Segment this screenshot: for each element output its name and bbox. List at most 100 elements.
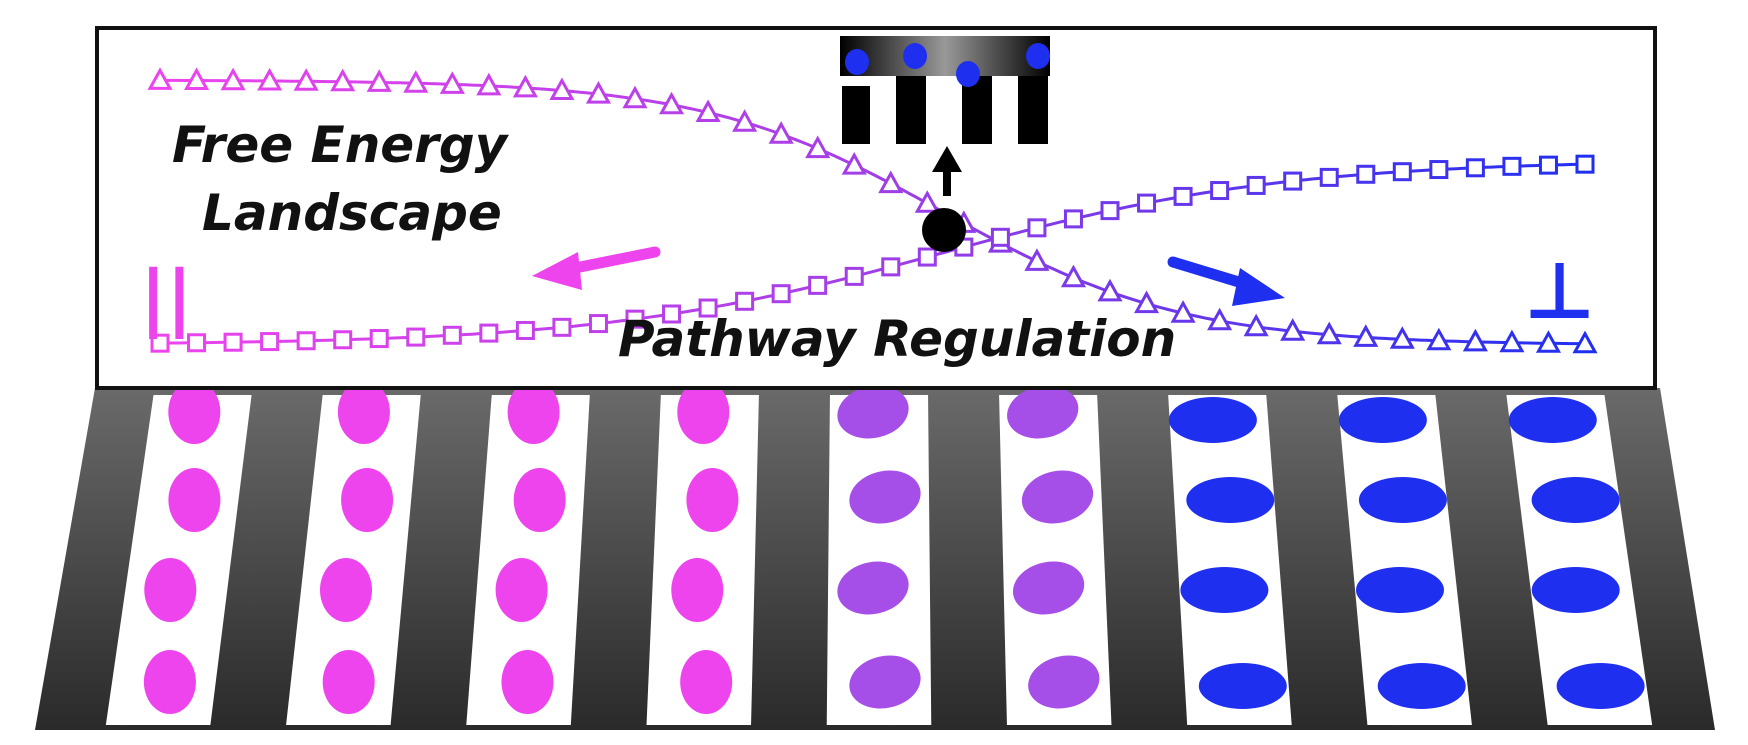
domain-ellipse (513, 468, 566, 532)
domain-ellipse (495, 558, 548, 622)
triangle-marker (622, 85, 648, 109)
panel-title-line2: Landscape (202, 184, 502, 242)
triangle-marker (658, 91, 685, 115)
triangle-marker (1426, 327, 1452, 351)
domain-ellipse (168, 468, 221, 532)
panel-title-line1: Free Energy (172, 116, 510, 174)
triangle-marker (585, 81, 612, 104)
domain-ellipse (837, 385, 909, 439)
square-marker (406, 327, 426, 347)
up-arrow-icon (932, 146, 962, 196)
triangle-marker (439, 71, 465, 94)
domain-ellipse (501, 650, 554, 714)
square-marker (1392, 162, 1412, 182)
domain-ellipse (1338, 397, 1427, 443)
triangle-marker (805, 135, 831, 159)
square-marker (1100, 201, 1120, 221)
square-marker (1137, 193, 1157, 213)
square-marker (1356, 164, 1376, 184)
square-marker (735, 291, 755, 311)
domain-ellipse (849, 470, 921, 524)
square-marker (1027, 218, 1047, 238)
triangle-marker (330, 68, 356, 92)
triangle-marker (1060, 264, 1087, 288)
triangle-marker (183, 67, 210, 91)
triangle-marker (732, 109, 758, 132)
energy-curve-square (159, 162, 1583, 345)
triangle-marker (1462, 328, 1488, 352)
domain-ellipse (1531, 567, 1620, 613)
domain-ellipse (671, 558, 724, 622)
square-marker (1210, 181, 1230, 201)
triangle-marker (366, 69, 392, 92)
square-marker (625, 309, 645, 329)
domain-ellipse (1168, 397, 1257, 443)
triangle-marker (1133, 290, 1160, 314)
triangle-marker (1499, 329, 1525, 353)
square-marker (1173, 186, 1193, 206)
domain-ellipse (680, 650, 733, 714)
transition-state-icon (922, 208, 966, 252)
triangle-marker (1353, 324, 1379, 347)
square-marker (260, 332, 280, 352)
triangle-marker (257, 67, 283, 91)
triangle-marker (1170, 300, 1196, 323)
domain-ellipse (1508, 397, 1597, 443)
square-marker (808, 275, 828, 295)
domain-ellipse (837, 561, 909, 615)
domain-ellipse (849, 655, 921, 709)
square-marker (588, 314, 608, 334)
square-marker (296, 331, 316, 351)
domain-ellipse (686, 468, 739, 532)
square-marker (150, 333, 170, 353)
left-arrow-icon (532, 246, 661, 290)
domain-ellipse (507, 380, 560, 444)
domain-ellipse (1021, 470, 1094, 524)
square-marker (1283, 171, 1303, 191)
parallel-symbol: || (140, 255, 193, 340)
square-marker (662, 304, 682, 324)
square-marker (990, 227, 1010, 247)
lamella-stripe (1337, 395, 1472, 725)
domain-ellipse (1198, 663, 1287, 709)
square-marker (1063, 209, 1083, 229)
square-marker (187, 333, 207, 353)
triangle-marker (878, 170, 904, 194)
pathway-label: Pathway Regulation (618, 310, 1176, 368)
domain-ellipse (337, 380, 390, 444)
triangle-marker (1024, 248, 1050, 271)
square-marker (844, 266, 864, 286)
square-marker (771, 284, 791, 304)
right-arrow-icon (1167, 256, 1285, 306)
domain-ellipse (320, 558, 372, 622)
triangle-marker (768, 121, 794, 144)
square-marker (333, 330, 353, 350)
triangle-marker (220, 67, 246, 91)
square-marker (479, 323, 499, 343)
triangle-marker (476, 72, 502, 96)
domain-ellipse (1007, 385, 1079, 439)
domain-ellipse (1356, 567, 1444, 613)
domain-ellipse (1358, 477, 1447, 523)
square-marker (1465, 158, 1485, 178)
domains-group (143, 380, 1645, 714)
square-marker (1246, 175, 1266, 195)
square-marker (223, 332, 243, 352)
domain-ellipse (1377, 663, 1466, 709)
triangle-marker (403, 70, 429, 93)
square-marker (881, 257, 901, 277)
domain-ellipse (143, 650, 196, 714)
triangle-marker (1280, 318, 1306, 341)
landscape-panel (95, 26, 1657, 390)
perpendicular-symbol: ⊥ (1524, 247, 1595, 337)
triangle-marker (1243, 313, 1269, 337)
triangle-marker (549, 77, 575, 101)
domain-ellipse (322, 650, 375, 714)
triangle-marker (1572, 330, 1598, 354)
domain-ellipse (1531, 477, 1620, 523)
square-marker (552, 317, 572, 337)
energy-curve-triangle (160, 78, 1583, 346)
domain-ellipse (1012, 561, 1085, 615)
triangle-marker (1535, 330, 1562, 353)
